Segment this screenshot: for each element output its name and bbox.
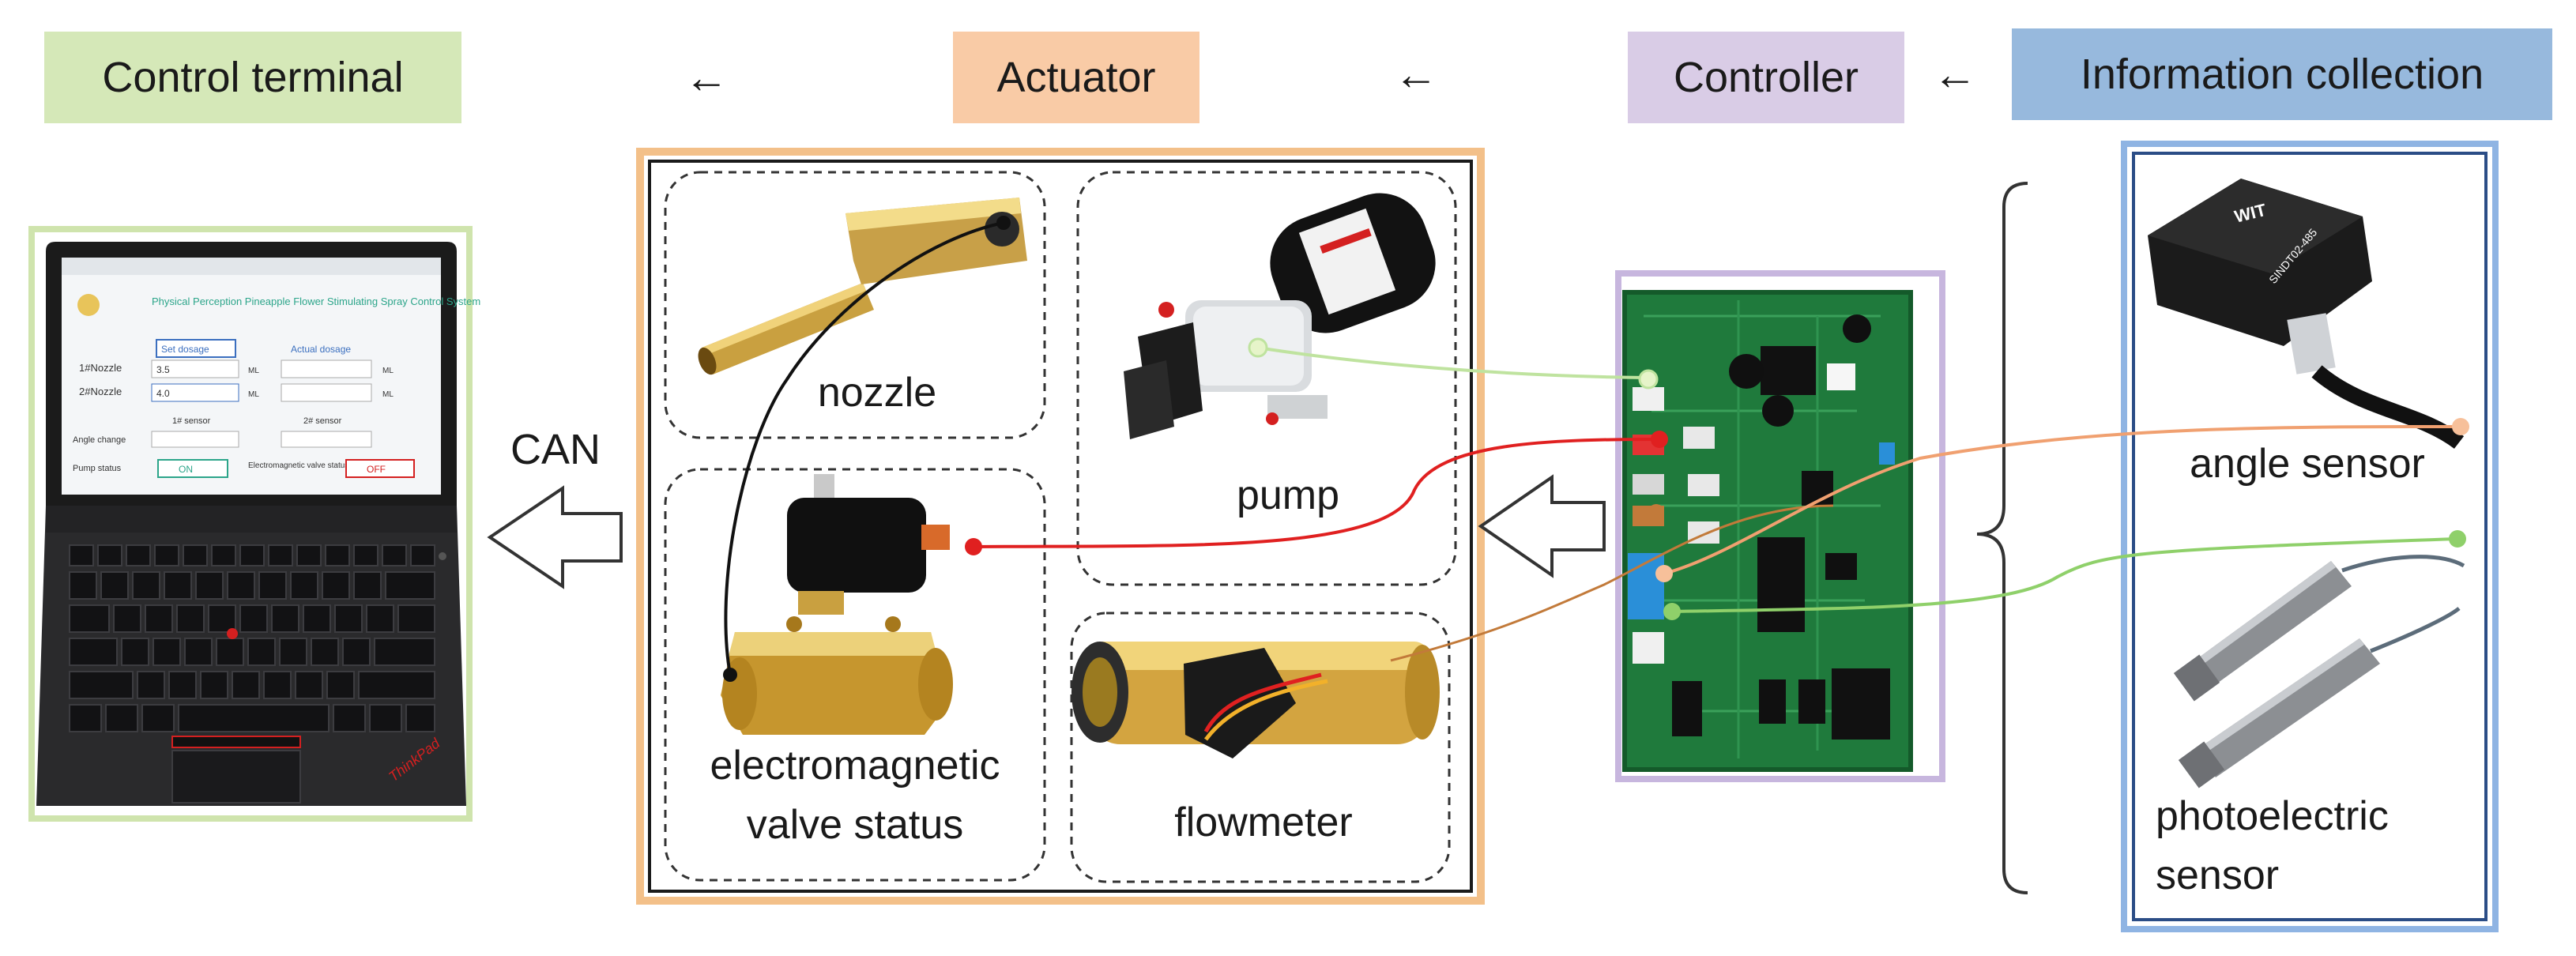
can-hollow-arrow-icon bbox=[487, 485, 623, 589]
ml-unit-3: ML bbox=[248, 390, 259, 399]
header-information-collection: Information collection bbox=[2012, 28, 2552, 120]
ml-unit-2: ML bbox=[382, 367, 394, 375]
nozzle2-input[interactable]: 4.0 bbox=[156, 388, 170, 399]
arrow-left-2: ← bbox=[1394, 49, 1438, 99]
header-control-terminal: Control terminal bbox=[44, 32, 461, 123]
arrow-left-3: ← bbox=[1933, 49, 1977, 99]
trackpoint-icon bbox=[227, 628, 238, 639]
header-information-collection-label: Information collection bbox=[2080, 51, 2484, 98]
wire-angle-orange bbox=[1663, 425, 2461, 575]
valve-cell bbox=[664, 468, 1046, 882]
nozzle1-input[interactable]: 3.5 bbox=[156, 364, 170, 375]
header-actuator-label: Actuator bbox=[996, 54, 1156, 101]
angle-sensor-image: WIT SINDT02-485 bbox=[2148, 179, 2465, 450]
angle-change-label: Angle change bbox=[73, 435, 126, 445]
header-control-terminal-label: Control terminal bbox=[102, 54, 404, 101]
pump-on-button[interactable]: ON bbox=[179, 464, 193, 475]
flowmeter-cell bbox=[1070, 612, 1451, 883]
photoelectric-sensor-label: photoelectric sensor bbox=[2156, 793, 2389, 899]
can-label: CAN bbox=[510, 426, 601, 473]
header-controller-label: Controller bbox=[1673, 54, 1859, 101]
valve-label: electromagnetic valve status bbox=[710, 743, 1000, 849]
sensor-brace bbox=[1976, 182, 2028, 894]
actual-dosage-label: Actual dosage bbox=[291, 344, 351, 355]
arrow-left-1: ← bbox=[684, 52, 729, 102]
valve-status-label: Electromagnetic valve status bbox=[248, 461, 348, 470]
nozzle2-label: 2#Nozzle bbox=[79, 386, 122, 397]
nozzle-label: nozzle bbox=[817, 370, 937, 416]
flowmeter-image bbox=[1071, 642, 1440, 758]
ml-unit-1: ML bbox=[248, 367, 259, 375]
nozzle-cell bbox=[664, 171, 1046, 439]
flowmeter-label: flowmeter bbox=[1174, 800, 1353, 845]
set-dosage-button[interactable]: Set dosage bbox=[161, 344, 209, 355]
angle-sensor-label: angle sensor bbox=[2190, 441, 2425, 487]
pump-image bbox=[1124, 193, 1436, 439]
app-logo-icon bbox=[77, 294, 100, 316]
controller-board-image bbox=[1622, 290, 1913, 772]
laptop-screen-ui: Physical Perception Pineapple Flower Sti… bbox=[73, 294, 480, 785]
nozzle-image bbox=[698, 198, 1027, 375]
sensor1-label: 1# sensor bbox=[172, 416, 211, 426]
valve-off-button[interactable]: OFF bbox=[367, 464, 386, 475]
wire-valve-red bbox=[973, 438, 1660, 548]
header-actuator: Actuator bbox=[953, 32, 1199, 123]
app-title: Physical Perception Pineapple Flower Sti… bbox=[152, 295, 480, 307]
valve-image bbox=[721, 474, 953, 735]
wire-photoelectric-green bbox=[1671, 537, 2458, 613]
pump-label: pump bbox=[1236, 472, 1340, 518]
laptop-control-terminal bbox=[28, 226, 473, 822]
wire-flowmeter-brown bbox=[1390, 504, 1834, 662]
app-title-line: Physical Perception Pineapple Flower Sti… bbox=[152, 295, 480, 307]
photoelectric-sensor-image bbox=[2173, 555, 2465, 789]
sensor2-label: 2# sensor bbox=[303, 416, 342, 426]
wire-pump-green bbox=[1257, 346, 1648, 379]
pump-status-label: Pump status bbox=[73, 464, 122, 473]
keyboard-keys bbox=[69, 544, 435, 732]
nozzle1-label: 1#Nozzle bbox=[79, 362, 122, 374]
controller-hollow-arrow-icon bbox=[1478, 474, 1606, 578]
header-controller: Controller bbox=[1628, 32, 1904, 123]
pump-cell bbox=[1076, 171, 1457, 586]
ml-unit-4: ML bbox=[382, 390, 394, 399]
